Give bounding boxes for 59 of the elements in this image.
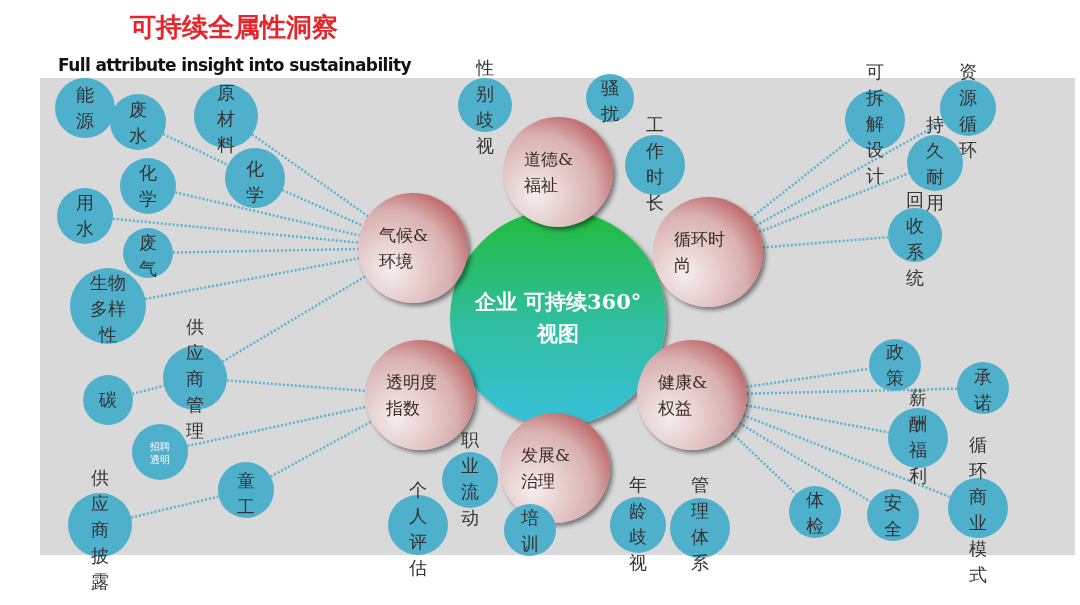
connector-line	[738, 422, 872, 503]
connector-line	[226, 379, 366, 393]
topic-label: 安全	[883, 491, 903, 541]
connector-line	[762, 235, 889, 249]
topic-label: 培训	[520, 506, 540, 556]
connector-line	[251, 133, 369, 218]
connector-line	[174, 191, 360, 237]
topic-label: 工作时长	[645, 113, 665, 215]
connector-line	[755, 120, 945, 227]
topic-label: 能源	[75, 83, 95, 133]
connector-line	[187, 405, 367, 448]
topic-label: 年龄歧视	[628, 473, 648, 575]
connector-line	[758, 172, 910, 234]
topic-label: 废水	[128, 98, 148, 148]
category-label: 透明度指数	[386, 371, 438, 420]
hub-label: 企业 可持续360°视图	[473, 288, 643, 348]
category-label: 道德&福祉	[524, 148, 575, 197]
topic-label: 政策	[885, 340, 905, 390]
topic-label: 个人评估	[408, 478, 428, 580]
topic-label: 职业流动	[460, 428, 480, 530]
category-label: 气候&环境	[379, 224, 430, 273]
topic-label: 用水	[75, 191, 95, 241]
topic-label: 招聘透明	[149, 440, 171, 466]
subtitle: Full attribute insight into sustainability	[58, 55, 412, 75]
category-label: 健康&权益	[658, 371, 709, 420]
connector-line	[281, 189, 364, 227]
connector-line	[731, 432, 798, 495]
connector-line	[130, 495, 220, 519]
topic-label: 管理体系	[690, 473, 710, 575]
category-label: 发展&治理	[521, 444, 572, 493]
connector-line	[172, 247, 359, 254]
topic-label: 循环商业模式	[968, 433, 988, 587]
title: 可持续全属性洞察	[130, 11, 338, 44]
connector-line	[745, 404, 889, 434]
topic-label: 废气	[138, 231, 158, 281]
topic-label: 体检	[805, 488, 825, 538]
topic-label: 供应商管理	[185, 315, 205, 443]
connector-line	[742, 414, 951, 499]
topic-label: 童工	[236, 469, 256, 519]
connector-line	[145, 257, 360, 301]
connector-line	[162, 132, 229, 167]
connector-line	[131, 384, 165, 396]
topic-label: 化学	[138, 161, 158, 211]
topic-label: 生物多样性	[89, 271, 127, 347]
connector-line	[746, 367, 870, 389]
topic-label: 回收系统	[905, 188, 925, 290]
connector-line	[746, 387, 958, 395]
connector-line	[221, 275, 367, 363]
connector-line	[750, 137, 853, 219]
connector-line	[112, 217, 359, 244]
connector-line	[270, 420, 373, 478]
topic-label: 碳	[98, 388, 118, 412]
topic-label: 化学	[245, 157, 265, 207]
topic-label: 薪酬福利	[908, 386, 928, 488]
topic-label: 性别歧视	[475, 56, 495, 158]
topic-label: 骚扰	[600, 76, 620, 126]
topic-label: 承诺	[973, 365, 993, 415]
category-label: 循环时尚	[674, 228, 726, 277]
topic-label: 资源循环	[958, 60, 978, 162]
